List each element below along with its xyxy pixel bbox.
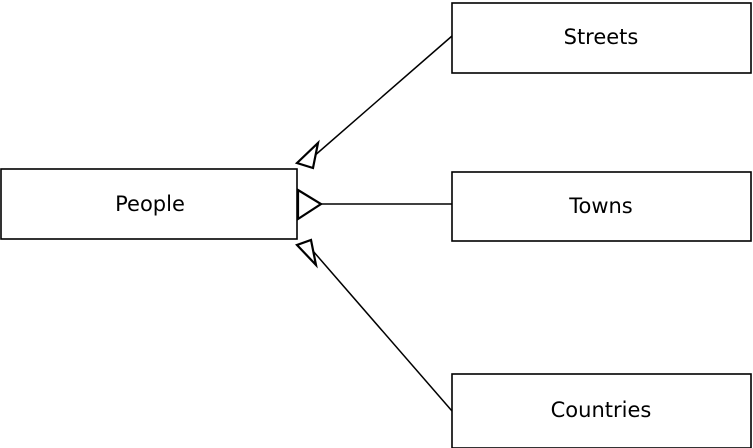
entity-people[interactable]: People bbox=[0, 168, 298, 240]
entity-streets-box[interactable] bbox=[451, 2, 752, 74]
entity-countries-box[interactable] bbox=[451, 373, 752, 448]
entity-countries[interactable]: Countries bbox=[451, 373, 752, 448]
entity-towns-box[interactable] bbox=[451, 171, 752, 242]
entity-streets[interactable]: Streets bbox=[451, 2, 752, 74]
entity-towns-label: Towns bbox=[568, 194, 633, 218]
entity-towns[interactable]: Towns bbox=[451, 171, 752, 242]
connector-people-streets bbox=[312, 35, 453, 158]
hollow-triangle-arrowhead-towns bbox=[296, 188, 324, 222]
hollow-triangle-arrowhead-streets bbox=[294, 139, 320, 170]
entity-people-label: People bbox=[115, 192, 185, 216]
hollow-triangle-arrowhead-countries bbox=[295, 238, 318, 269]
connector-people-countries bbox=[312, 250, 453, 412]
entity-countries-label: Countries bbox=[551, 398, 652, 422]
entity-streets-label: Streets bbox=[564, 25, 639, 49]
